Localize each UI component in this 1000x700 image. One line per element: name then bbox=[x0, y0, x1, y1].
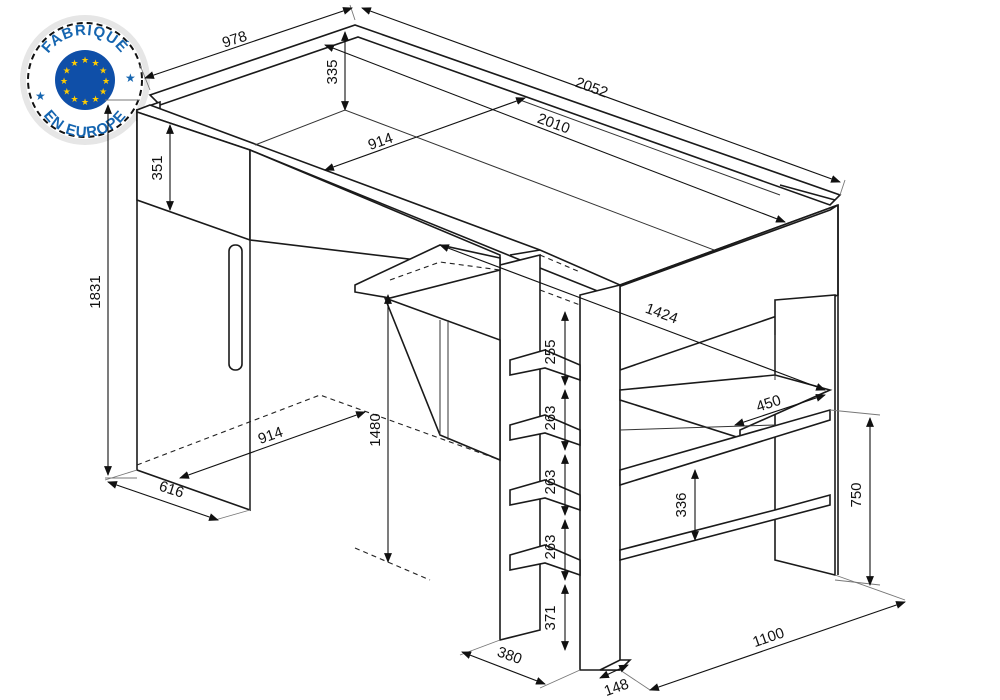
eu-star-icon: ★ bbox=[63, 67, 71, 77]
dim-mattress-width: 914 bbox=[366, 130, 395, 154]
eu-stars-icon: ★★★★★★★★★★★★ bbox=[60, 56, 110, 108]
eu-star-icon: ★ bbox=[99, 67, 107, 77]
star-icon: ★ bbox=[35, 89, 46, 103]
eu-star-icon: ★ bbox=[91, 59, 99, 69]
eu-flag-icon bbox=[55, 50, 115, 110]
dimension-arrows bbox=[104, 7, 906, 691]
dim-guard-height: 335 bbox=[324, 59, 341, 84]
dim-overall-length: 2052 bbox=[573, 74, 610, 101]
dim-desk-width: 1100 bbox=[751, 624, 787, 651]
dim-desk-depth: 450 bbox=[754, 392, 783, 416]
dim-cabinet-depth: 616 bbox=[157, 478, 186, 502]
dim-bed-width: 978 bbox=[220, 28, 249, 52]
dim-ladder-depth: 380 bbox=[495, 644, 524, 669]
eu-star-icon: ★ bbox=[81, 98, 89, 108]
bed-frame bbox=[136, 24, 842, 671]
eu-star-icon: ★ bbox=[91, 95, 99, 105]
dim-ladder-step-3: 263 bbox=[542, 469, 559, 494]
eu-star-icon: ★ bbox=[70, 95, 78, 105]
made-in-europe-badge: ★★★★★★★★★★★★ FABRIQUÉ EN EUROPE ★ ★ bbox=[20, 15, 150, 145]
dim-under-bed-height: 1480 bbox=[367, 413, 384, 446]
dim-ladder-bottom: 371 bbox=[542, 605, 559, 630]
eu-star-icon: ★ bbox=[81, 56, 89, 66]
dim-ladder-step-1: 255 bbox=[542, 339, 559, 364]
eu-star-icon: ★ bbox=[63, 88, 71, 98]
eu-star-icon: ★ bbox=[99, 88, 107, 98]
dim-under-bed-width: 914 bbox=[256, 424, 285, 448]
dimension-labels: 978 2052 335 2010 914 351 1831 1424 255 … bbox=[87, 28, 865, 700]
dim-end-rail-height: 351 bbox=[149, 155, 166, 180]
eu-star-icon: ★ bbox=[60, 77, 68, 87]
dim-shelf-height: 336 bbox=[673, 492, 690, 517]
dim-desk-height: 750 bbox=[848, 482, 865, 507]
eu-star-icon: ★ bbox=[70, 59, 78, 69]
dim-overall-height: 1831 bbox=[87, 275, 104, 308]
dim-ladder-step-4: 263 bbox=[542, 534, 559, 559]
dim-ladder-step-2: 263 bbox=[542, 405, 559, 430]
eu-star-icon: ★ bbox=[102, 77, 110, 87]
star-icon: ★ bbox=[125, 71, 136, 85]
dim-post-width: 148 bbox=[602, 676, 631, 700]
